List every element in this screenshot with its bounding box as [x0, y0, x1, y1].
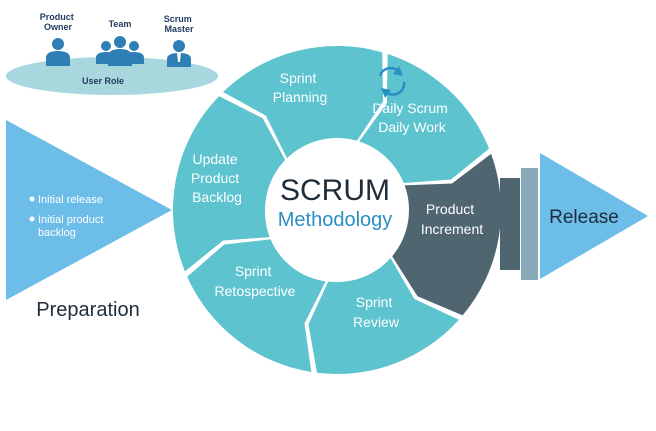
sprint-planning-line: Sprint	[280, 70, 317, 86]
daily-scrum-label: Daily Scrum Daily Work	[372, 100, 451, 135]
preparation-bullets: Initial release Initial product backlog	[29, 194, 107, 239]
release-arrow	[540, 153, 648, 279]
update-backlog-line: Backlog	[192, 189, 242, 205]
bullet-initial-product-backlog: Initial product backlog	[38, 214, 107, 239]
segment-daily-scrum	[359, 54, 490, 184]
refresh-cycle-icon	[378, 66, 406, 98]
preparation-title: Preparation	[36, 299, 139, 321]
segment-sprint-review	[308, 258, 459, 374]
scrum-master-label-line: Master	[164, 24, 194, 34]
center-circle	[265, 142, 405, 282]
bullet-line: Initial product	[38, 214, 103, 226]
sprint-planning-label: Sprint Planning	[273, 70, 328, 105]
user-role-ellipse	[6, 57, 218, 95]
bullet-dot	[29, 216, 35, 222]
update-backlog-label: Update Product Backlog	[191, 151, 243, 205]
product-increment-label: Product Increment	[421, 201, 483, 237]
center-title: SCRUM	[280, 174, 390, 207]
sprint-review-line: Sprint	[356, 294, 393, 310]
segment-sprint-retrospective	[187, 239, 326, 372]
segment-update-backlog	[173, 96, 286, 272]
product-increment-line: Increment	[421, 221, 483, 237]
team-label: Team	[109, 19, 132, 29]
team-icon	[96, 36, 144, 66]
segment-sprint-planning	[223, 45, 384, 159]
sprint-review-line: Review	[353, 314, 400, 330]
update-backlog-line: Update	[192, 151, 237, 167]
release-title: Release	[549, 207, 619, 228]
bullet-dot	[29, 196, 35, 202]
bullet-line: backlog	[38, 227, 76, 239]
bullet-initial-release: Initial release	[38, 194, 103, 206]
scrum-master-label: Scrum Master	[164, 14, 195, 34]
product-owner-icon	[46, 38, 70, 66]
update-backlog-line: Product	[191, 170, 239, 186]
segment-product-increment	[392, 153, 501, 316]
release-band-1	[500, 178, 520, 270]
scrum-cycle	[173, 45, 501, 374]
daily-scrum-line: Daily Work	[378, 119, 446, 135]
user-role-title: User Role	[82, 76, 124, 86]
product-owner-label-line: Product	[40, 12, 74, 22]
product-owner-label: Product Owner	[40, 12, 77, 32]
release-band-2	[521, 168, 538, 280]
scrum-master-icon	[167, 40, 191, 67]
daily-scrum-line: Daily Scrum	[372, 100, 447, 116]
preparation-arrow	[6, 120, 172, 300]
center-subtitle: Methodology	[278, 209, 393, 231]
sprint-review-label: Sprint Review	[353, 294, 400, 330]
product-increment-line: Product	[426, 201, 474, 217]
scrum-master-label-line: Scrum	[164, 14, 192, 24]
sprint-retrospective-label: Sprint Retospective	[215, 263, 296, 299]
sprint-retrospective-line: Sprint	[235, 263, 272, 279]
sprint-planning-line: Planning	[273, 89, 328, 105]
sprint-retrospective-line: Retospective	[215, 283, 296, 299]
product-owner-label-line: Owner	[44, 22, 73, 32]
